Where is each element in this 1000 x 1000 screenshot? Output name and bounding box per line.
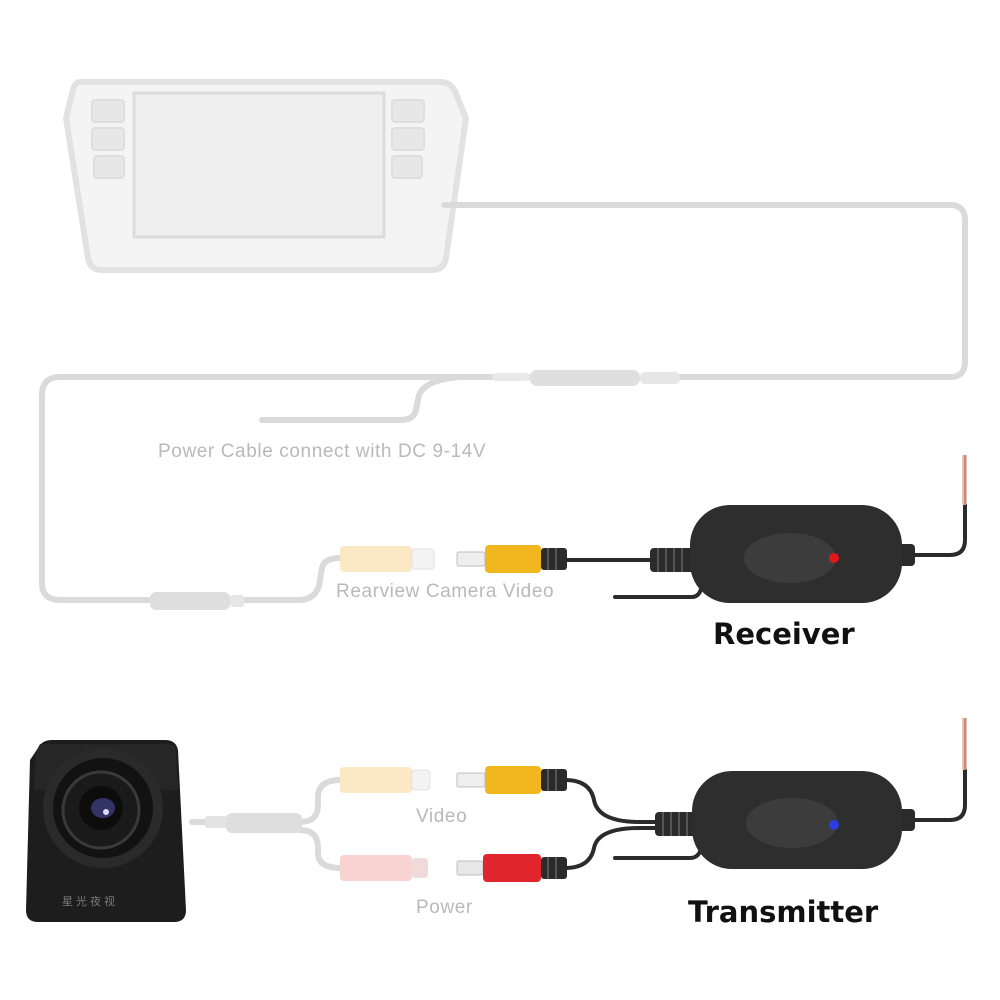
receiver-label: Receiver xyxy=(713,617,855,651)
transmitter-cables xyxy=(563,768,967,870)
receiver-antenna-wire xyxy=(962,455,967,505)
monitor-left-buttons xyxy=(91,99,125,179)
transmitter-rca-yellow-plug xyxy=(456,766,567,794)
monitor-right-buttons xyxy=(391,99,425,179)
transmitter-box xyxy=(692,771,902,869)
transmitter-antenna-wire xyxy=(962,718,967,770)
receiver-box xyxy=(690,505,902,603)
receiver-strain-relief-left xyxy=(650,548,700,572)
power-label: Power xyxy=(416,897,473,918)
rearview-video-label: Rearview Camera Video xyxy=(336,581,554,602)
transmitter-label: Transmitter xyxy=(688,895,879,929)
power-cable-label: Power Cable connect with DC 9-14V xyxy=(158,441,486,462)
transmitter-led-icon xyxy=(829,820,839,830)
receiver-led-icon xyxy=(829,553,839,563)
ghost-plug-join xyxy=(150,592,244,610)
ghost-dc-female-power xyxy=(340,855,428,881)
camera-harness-join xyxy=(205,813,302,833)
ghost-rca-female-top xyxy=(340,546,435,572)
receiver-rca-yellow-plug xyxy=(456,545,567,573)
head-unit-monitor xyxy=(62,79,470,273)
transmitter-strain-relief-left xyxy=(655,812,703,836)
video-label: Video xyxy=(416,806,467,827)
monitor-harness xyxy=(39,202,968,603)
transmitter-dc-red-plug xyxy=(456,854,567,882)
camera-badge-text: 星光夜视 xyxy=(62,894,118,908)
rearview-camera: 星光夜视 xyxy=(26,740,186,922)
harness-junction xyxy=(492,370,680,386)
ghost-rca-female-video xyxy=(340,767,431,793)
